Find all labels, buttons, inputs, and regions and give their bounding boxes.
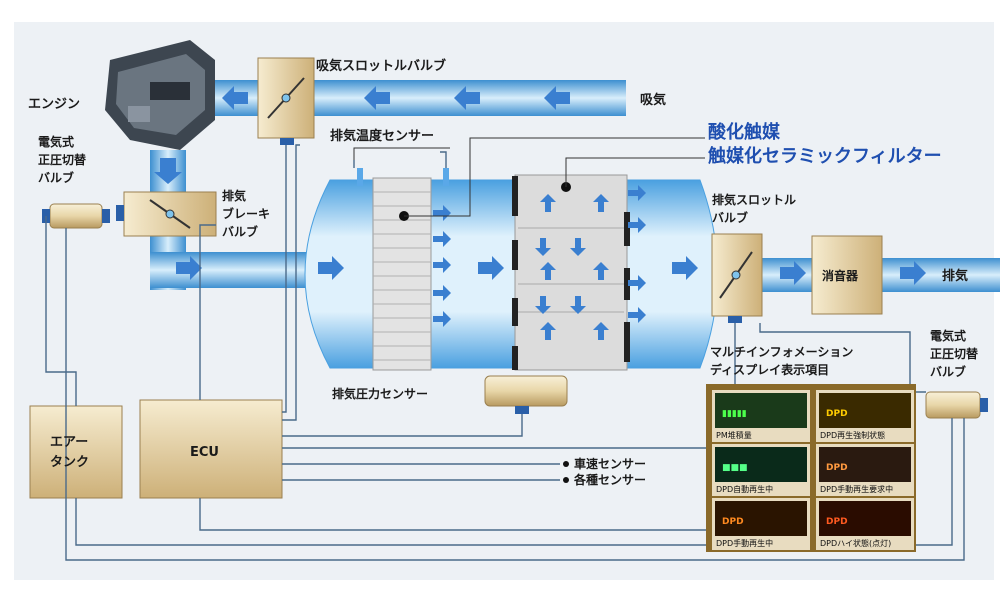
display-caption: DPD再生強制状態 xyxy=(820,430,885,440)
solenoid-valve-right xyxy=(925,391,988,419)
label-vehicle-speed-sensor: 車速センサー xyxy=(574,456,646,471)
air-tank-box xyxy=(29,405,123,499)
display-panel: DPD DPD手動再生要求中 xyxy=(816,444,914,496)
display-screen-text: DPD xyxy=(722,517,744,527)
label-solenoid-right-3: バルブ xyxy=(930,364,966,379)
engine-illustration xyxy=(105,40,215,150)
label-exhaust-temp-sensor: 排気温度センサー xyxy=(330,128,434,144)
display-screen xyxy=(819,501,911,536)
display-screen xyxy=(715,447,807,482)
speed-sensor-dot xyxy=(563,461,569,467)
display-panel: ▮▮▮▮▮ PM堆積量 xyxy=(712,390,810,442)
label-engine: エンジン xyxy=(28,97,80,112)
display-screen xyxy=(819,447,911,482)
oxidation-catalyst-block xyxy=(372,177,432,371)
display-screen-text: ■■■ xyxy=(722,463,748,473)
exhaust-throttle-valve xyxy=(711,233,763,323)
intake-throttle-valve xyxy=(257,57,315,145)
display-caption: DPD自動再生中 xyxy=(716,484,773,494)
display-caption: DPD手動再生要求中 xyxy=(820,484,893,494)
ecu-box xyxy=(139,399,283,499)
display-screen xyxy=(819,393,911,428)
label-muffler: 消音器 xyxy=(822,268,859,283)
display-panel: DPD DPD手動再生中 xyxy=(712,498,810,550)
label-exhaust-brake-2: ブレーキ xyxy=(222,206,270,221)
label-solenoid-left-3: バルブ xyxy=(38,170,74,185)
label-solenoid-left-2: 正圧切替 xyxy=(38,152,87,167)
display-screen-text: DPD xyxy=(826,463,848,473)
various-sensors-dot xyxy=(563,477,569,483)
display-panel: DPD DPD再生強制状態 xyxy=(816,390,914,442)
muffler-box xyxy=(811,235,883,315)
label-catalyzed-ceramic-filter: 触媒化セラミックフィルター xyxy=(708,145,942,167)
label-solenoid-right-2: 正圧切替 xyxy=(930,346,979,361)
dpd-canister xyxy=(304,179,718,369)
display-panel: DPD DPDハイ状態(点灯) xyxy=(816,498,914,550)
display-screen xyxy=(715,393,807,428)
display-caption: DPDハイ状態(点灯) xyxy=(820,538,891,548)
label-oxidation-catalyst: 酸化触媒 xyxy=(708,121,781,143)
exhaust-brake-valve xyxy=(116,191,217,237)
display-screen xyxy=(715,501,807,536)
multi-info-display-grid: ▮▮▮▮▮ PM堆積量 DPD DPD再生強制状態 ■■■ DPD自動再生中 DPD DPD手… xyxy=(706,384,916,552)
temp-sensor-probes xyxy=(357,168,449,186)
label-air-tank-2: タンク xyxy=(50,455,89,470)
label-solenoid-left-1: 電気式 xyxy=(38,134,74,149)
label-multi-info-1: マルチインフォメーション xyxy=(710,345,853,359)
label-solenoid-right-1: 電気式 xyxy=(930,328,966,343)
display-screen-text: ▮▮▮▮▮ xyxy=(722,409,747,419)
display-screen-text: DPD xyxy=(826,517,848,527)
label-multi-info-2: ディスプレイ表示項目 xyxy=(710,362,829,377)
ceramic-filter-block xyxy=(512,174,630,371)
exhaust-feed-pipe xyxy=(150,252,320,288)
display-panel: ■■■ DPD自動再生中 xyxy=(712,444,810,496)
label-intake: 吸気 xyxy=(640,92,666,108)
label-ecu: ECU xyxy=(190,445,219,460)
label-exhaust-brake-1: 排気 xyxy=(222,188,246,203)
label-intake-throttle-valve: 吸気スロットルバルブ xyxy=(316,58,446,74)
label-exhaust-brake-3: バルブ xyxy=(222,224,258,239)
display-caption: PM堆積量 xyxy=(716,430,752,440)
label-air-tank-1: エアー xyxy=(50,435,88,450)
label-exhaust-throttle-2: バルブ xyxy=(712,210,748,225)
label-exhaust-pressure-sensor: 排気圧力センサー xyxy=(332,386,428,401)
solenoid-valve-left xyxy=(42,203,110,229)
flow-arrows xyxy=(154,86,926,340)
label-various-sensors: 各種センサー xyxy=(573,472,646,487)
label-exhaust: 排気 xyxy=(942,268,968,284)
display-caption: DPD手動再生中 xyxy=(716,538,773,548)
display-screen-text: DPD xyxy=(826,409,848,419)
label-exhaust-throttle-1: 排気スロットル xyxy=(712,192,796,207)
exhaust-pressure-sensor xyxy=(484,375,568,414)
